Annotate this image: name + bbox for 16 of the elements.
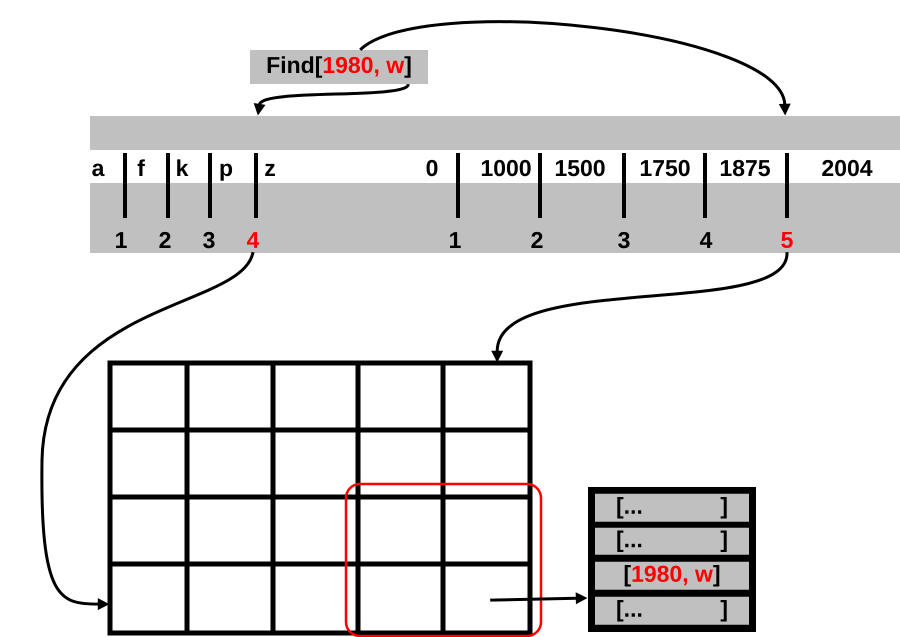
index-number: 4 xyxy=(700,232,712,248)
index-number: 3 xyxy=(618,232,630,248)
grid-table xyxy=(108,360,532,636)
bucket-record: [... ] xyxy=(595,596,749,625)
index-number: 5 xyxy=(781,232,793,248)
scale-band xyxy=(90,116,900,150)
query-box: Find[1980, w] xyxy=(250,50,428,84)
index-number: 4 xyxy=(246,232,260,248)
bucket-record: [... ] xyxy=(595,494,749,522)
index-number: 2 xyxy=(531,232,542,248)
bucket-record: [1980, w] xyxy=(595,562,749,590)
bucket-record: [... ] xyxy=(595,528,749,555)
index-number: 1 xyxy=(116,232,127,248)
index-number: 3 xyxy=(203,232,215,248)
index-number: 2 xyxy=(159,232,170,248)
index-number: 1 xyxy=(450,232,461,248)
